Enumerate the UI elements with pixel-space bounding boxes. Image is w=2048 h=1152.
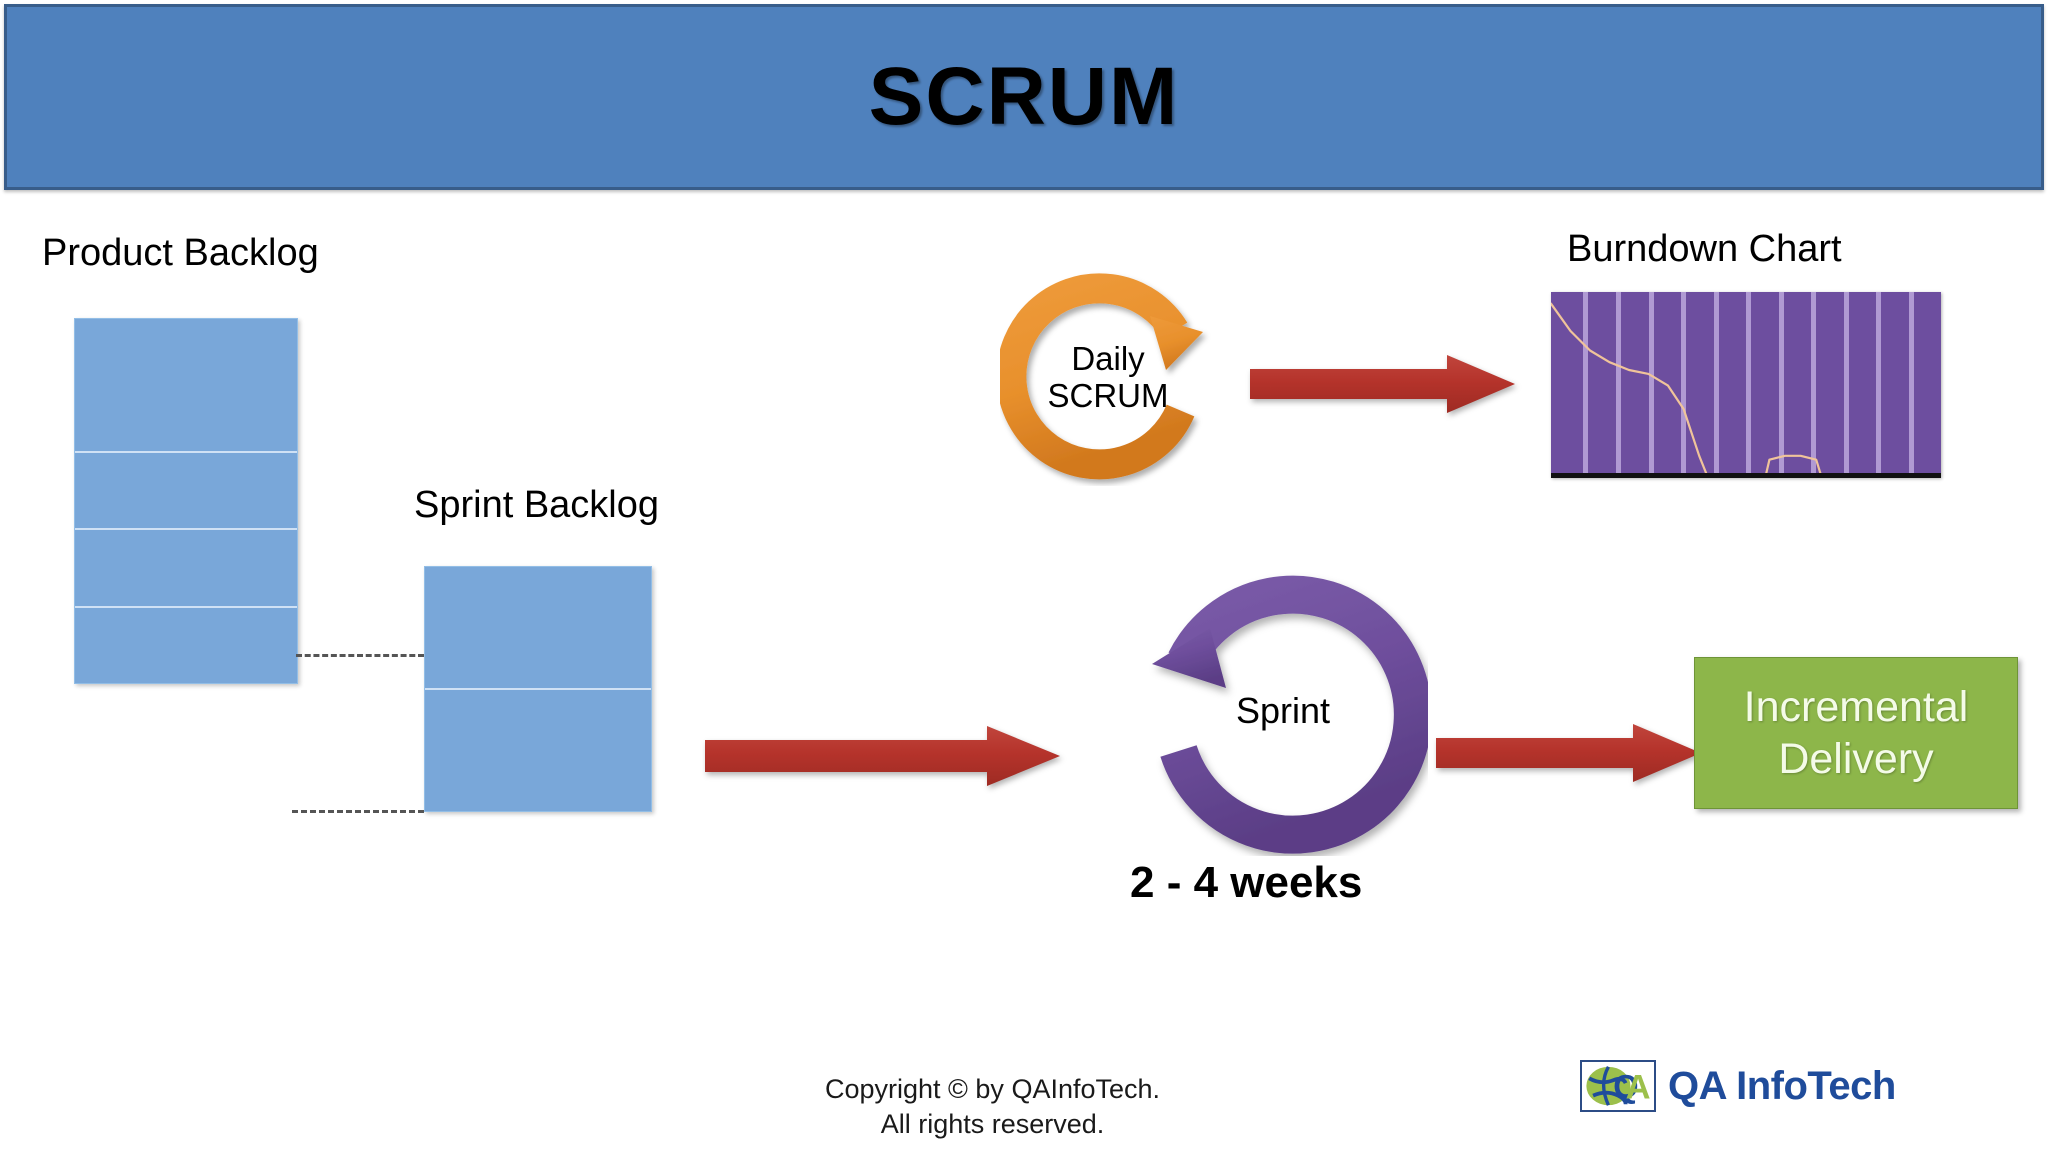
page-title: SCRUM <box>868 51 1180 142</box>
product-backlog-item <box>75 530 297 608</box>
delivery-line1: Incremental <box>1743 682 1969 731</box>
daily-scrum-cycle: Daily SCRUM <box>996 270 1216 486</box>
burndown-gridline <box>1876 292 1881 473</box>
globe-qa-mark-icon: Q A <box>1580 1060 1656 1112</box>
burndown-chart <box>1551 292 1941 478</box>
logo-wordmark: QA InfoTech <box>1668 1063 1896 1108</box>
product-backlog-item <box>75 608 297 683</box>
sprint-backlog-stack <box>424 566 652 812</box>
footer-copyright: Copyright © by QAInfoTech. All rights re… <box>0 1072 1985 1141</box>
svg-text:A: A <box>1626 1068 1651 1106</box>
arrow-daily-scrum-to-burndown-icon <box>1250 355 1515 413</box>
product-backlog-label: Product Backlog <box>42 232 319 274</box>
arrow-sprint-to-delivery-icon <box>1436 724 1701 782</box>
qainfotech-logo: Q A QA InfoTech <box>1580 1055 1970 1117</box>
burndown-gridlines <box>1551 292 1941 473</box>
burndown-gridline <box>1713 292 1719 473</box>
burndown-gridline <box>1778 292 1784 473</box>
purple-circular-arrow-icon <box>1152 575 1432 854</box>
product-backlog-item <box>75 319 297 453</box>
product-backlog-stack <box>74 318 298 684</box>
arrow-sprint-backlog-to-sprint-icon <box>705 726 1060 786</box>
dashed-connector-bottom <box>292 810 424 813</box>
burndown-gridline <box>1680 292 1686 473</box>
dashed-connector-top <box>296 654 424 657</box>
product-backlog-item <box>75 453 297 531</box>
title-banner: SCRUM <box>4 4 2044 190</box>
burndown-gridline <box>1583 292 1589 473</box>
svg-text:Q: Q <box>1613 1069 1638 1105</box>
sprint-backlog-item <box>425 567 651 690</box>
burndown-gridline <box>1810 292 1816 473</box>
sprint-backlog-item <box>425 690 651 811</box>
sprint-cycle: Sprint <box>1138 566 1432 856</box>
burndown-gridline <box>1615 292 1621 473</box>
globe-icon: Q A <box>1586 1066 1651 1106</box>
burndown-gridline <box>1908 292 1914 473</box>
sprint-duration-label: 2 - 4 weeks <box>1130 858 1363 907</box>
sprint-backlog-label: Sprint Backlog <box>414 484 660 526</box>
burndown-gridline <box>1746 292 1751 473</box>
incremental-delivery-box: Incremental Delivery <box>1694 657 2018 809</box>
burndown-gridline <box>1648 292 1654 473</box>
orange-circular-arrow-icon <box>996 273 1203 480</box>
copyright-line1: Copyright © by QAInfoTech. <box>824 1074 1161 1104</box>
copyright-line2: All rights reserved. <box>880 1108 1105 1139</box>
burndown-chart-label: Burndown Chart <box>1567 228 1842 270</box>
burndown-line-series <box>1551 292 1941 478</box>
burndown-gridline <box>1843 292 1849 473</box>
delivery-line2: Delivery <box>1778 735 1934 783</box>
